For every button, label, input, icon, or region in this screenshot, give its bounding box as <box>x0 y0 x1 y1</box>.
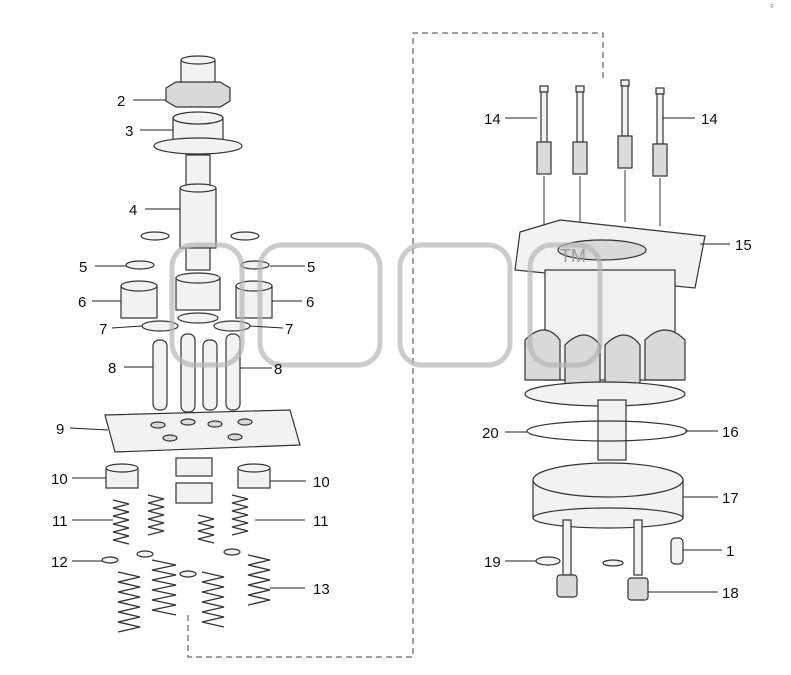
callout-4: 4 <box>129 202 137 219</box>
callout-8-right: 8 <box>274 361 282 378</box>
part-16-shaft <box>597 399 627 461</box>
callout-6-right: 6 <box>306 294 314 311</box>
callout-10-right: 10 <box>313 474 330 491</box>
part-14-bolt-2 <box>572 85 588 175</box>
callout-7-right: 7 <box>285 321 293 338</box>
part-6-cap-left <box>120 280 158 319</box>
assembly-connection-line <box>187 32 604 658</box>
callout-2: 2 <box>117 93 125 110</box>
part-11-spring-1 <box>112 499 130 545</box>
callout-1: 1 <box>726 543 734 560</box>
part-5-washer-right-lower <box>240 260 270 270</box>
part-18-screw-right <box>627 519 649 601</box>
part-1-dowel-pin <box>670 537 684 565</box>
part-8-pin-1 <box>152 339 168 411</box>
part-10-bushing-right <box>237 463 271 489</box>
part-12-washer-2 <box>136 550 154 558</box>
part-12-washer-1 <box>101 556 119 564</box>
callout-16: 16 <box>722 424 739 441</box>
part-10-bushing-center <box>175 457 213 504</box>
part-3-flange-collar <box>153 111 243 155</box>
part-15-housing <box>514 219 706 407</box>
callout-5-right: 5 <box>307 259 315 276</box>
part-5-washer-left <box>140 231 170 241</box>
callout-17: 17 <box>722 490 739 507</box>
callout-19: 19 <box>484 554 501 571</box>
part-19-washer-2 <box>602 559 624 567</box>
part-4-shaft <box>179 154 217 271</box>
part-8-pin-2 <box>180 333 196 413</box>
callout-14-right: 14 <box>701 111 718 128</box>
part-12-washer-3 <box>179 570 197 578</box>
part-11-spring-3 <box>197 514 215 544</box>
part-8-pin-4 <box>225 333 241 411</box>
callout-8-left: 8 <box>108 360 116 377</box>
part-5-washer-left-lower <box>125 260 155 270</box>
corner-note: © <box>770 3 774 10</box>
callout-3: 3 <box>125 123 133 140</box>
callout-18: 18 <box>722 585 739 602</box>
part-11-spring-2 <box>147 494 165 536</box>
part-13-spring-4 <box>247 554 271 606</box>
watermark: TM <box>169 242 603 368</box>
part-10-bushing-left <box>105 463 139 489</box>
part-13-spring-3 <box>201 571 225 628</box>
part-8-pin-3 <box>202 339 218 411</box>
part-13-spring-1 <box>117 571 141 633</box>
part-17-base-disk <box>532 462 684 529</box>
part-19-washer <box>535 556 561 566</box>
part-14-bolt-3 <box>617 79 633 169</box>
part-7-oring-center <box>177 312 219 324</box>
callout-13: 13 <box>313 581 330 598</box>
callout-9: 9 <box>56 421 64 438</box>
part-5-washer-right <box>230 231 260 241</box>
part-9-plate <box>104 409 301 453</box>
callout-10-left: 10 <box>51 471 68 488</box>
callout-11-left: 11 <box>52 513 68 530</box>
callout-6-left: 6 <box>78 294 86 311</box>
part-14-bolt-4 <box>652 87 668 177</box>
part-14-bolt-1 <box>536 85 552 175</box>
part-11-spring-4 <box>231 494 249 536</box>
part-13-spring-2 <box>151 559 177 616</box>
part-7-oring-right <box>213 320 251 332</box>
callout-14-left: 14 <box>484 111 501 128</box>
part-12-washer-4 <box>223 548 241 556</box>
callout-20: 20 <box>482 425 499 442</box>
callout-5-left: 5 <box>79 259 87 276</box>
part-18-screw-left <box>556 519 578 598</box>
callout-12: 12 <box>51 554 68 571</box>
callout-7-left: 7 <box>99 321 107 338</box>
callout-15: 15 <box>735 237 752 254</box>
callout-11-right: 11 <box>313 513 329 530</box>
part-6-cap-center <box>175 272 221 311</box>
watermark-tm: TM <box>560 246 586 266</box>
part-2-nut <box>165 55 231 108</box>
